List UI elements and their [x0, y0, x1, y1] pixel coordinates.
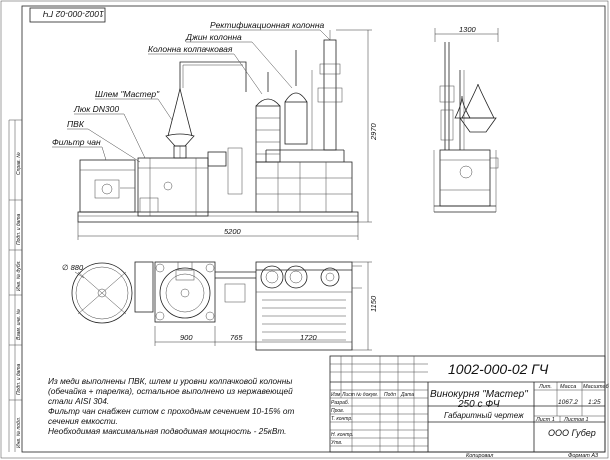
tb-head-mass: Масса [560, 384, 576, 390]
tb-company: ООО Губер [548, 428, 596, 438]
rotated-drawing-number: 1002-000-02 ГЧ [43, 9, 104, 19]
plan-view: ∅ 880 [62, 261, 378, 351]
note-line-1: Из меди выполнены ПВК, шлем и уровни кол… [48, 376, 292, 386]
callout-helmet: Шлем "Мастер" [95, 89, 160, 99]
front-dimensions: 5200 2970 [77, 29, 378, 240]
callouts: Ректификационная колонна Джин колонна Ко… [52, 20, 331, 163]
tb-role-appr: Утв. [331, 440, 342, 446]
tb-sheets: Листов 1 [563, 417, 589, 423]
left-margin-strip: Справ. № Подп. и дата Инв. № дубл. Взам.… [8, 119, 22, 452]
callout-dzhin-column: Джин колонна [185, 32, 242, 42]
callout-cap-column: Колонна колпачковая [148, 44, 233, 54]
tb-head-lit: Лит. [538, 384, 552, 390]
note-line-4: Фильтр чан снабжен ситом с проходным сеч… [48, 406, 294, 416]
callout-rect-column: Ректификационная колонна [210, 20, 325, 30]
side-view: 1300 [433, 25, 499, 213]
margin-label-sign-date-1: Подп. и дата [16, 213, 22, 245]
cap-column [255, 72, 281, 163]
margin-label-sign-date-2: Подп. и дата [16, 363, 22, 395]
rectification-column [311, 30, 343, 151]
tb-drawing-number: 1002-000-02 ГЧ [448, 361, 549, 377]
tb-role-check: Пров. [331, 408, 344, 414]
dim-plan-900: 900 [180, 333, 193, 342]
copied-label: Копировал [466, 453, 493, 459]
dim-side-width: 1300 [459, 25, 477, 34]
pvk-still-body [137, 157, 209, 217]
dim-plan-depth: 1150 [369, 295, 378, 312]
tb-role-tcontr: Т. контр. [331, 416, 353, 422]
plan-vat-circle [71, 262, 133, 324]
note-line-2: (обечайка + тарелка), остальное выполнен… [48, 386, 293, 396]
dim-front-width: 5200 [224, 227, 242, 236]
tb-col-list: Лист [341, 392, 355, 398]
front-view [77, 30, 359, 223]
callout-vat-filter: Фильтр чан [52, 137, 101, 147]
title-block: Изм Лист № докум. Подп Дата Разраб. Пров… [329, 355, 610, 453]
tb-col-date: Дата [400, 392, 414, 398]
tb-name-line-2: 250 с ФЧ [457, 399, 500, 410]
helmet-master [165, 133, 195, 147]
callout-hatch: Люк DN300 [73, 104, 119, 114]
format-label: Формат А3 [568, 453, 599, 459]
dim-plan-765: 765 [230, 333, 243, 342]
dim-plan-diameter: ∅ 880 [62, 263, 84, 272]
tb-mass-value: 1067.2 [558, 399, 578, 406]
tb-col-doc: № докум. [356, 392, 378, 398]
margin-label-repl-inv: Взам. инв. № [16, 308, 22, 340]
tb-role-ncontr: Н. контр. [331, 432, 354, 438]
tb-scale-value: 1:25 [588, 399, 601, 406]
tb-col-izm: Изм [331, 392, 341, 398]
tb-sheet: Лист 1 [535, 417, 555, 423]
dim-front-height: 2970 [369, 122, 378, 141]
tb-head-scale: Масштаб [583, 384, 610, 390]
note-line-6: Необходимая максимальная подводимая мощн… [48, 426, 287, 436]
note-line-5: сечения емкости. [48, 416, 118, 426]
tb-role-dev: Разраб. [331, 400, 349, 406]
note-line-3: стали AISI 304. [48, 396, 109, 406]
callout-pvk: ПВК [67, 119, 85, 129]
tb-name-line-1: Винокурня "Мастер" [430, 389, 528, 400]
filter-vat-tank [79, 159, 136, 213]
plan-frame [255, 261, 353, 351]
margin-label-ref: Справ. № [16, 152, 22, 175]
dzhin-column [284, 50, 308, 145]
tb-doc-type: Габаритный чертеж [444, 411, 524, 420]
tb-col-sign: Подп [384, 392, 396, 398]
margin-label-dup-inv: Инв. № дубл. [16, 260, 22, 291]
dim-plan-1720: 1720 [300, 333, 318, 342]
sheet-inner-frame [21, 5, 606, 453]
rotated-number-box: 1002-000-02 ГЧ [29, 7, 106, 23]
margin-label-orig-inv: Инв. № подл. [16, 417, 22, 448]
notes-block: Из меди выполнены ПВК, шлем и уровни кол… [48, 376, 294, 436]
